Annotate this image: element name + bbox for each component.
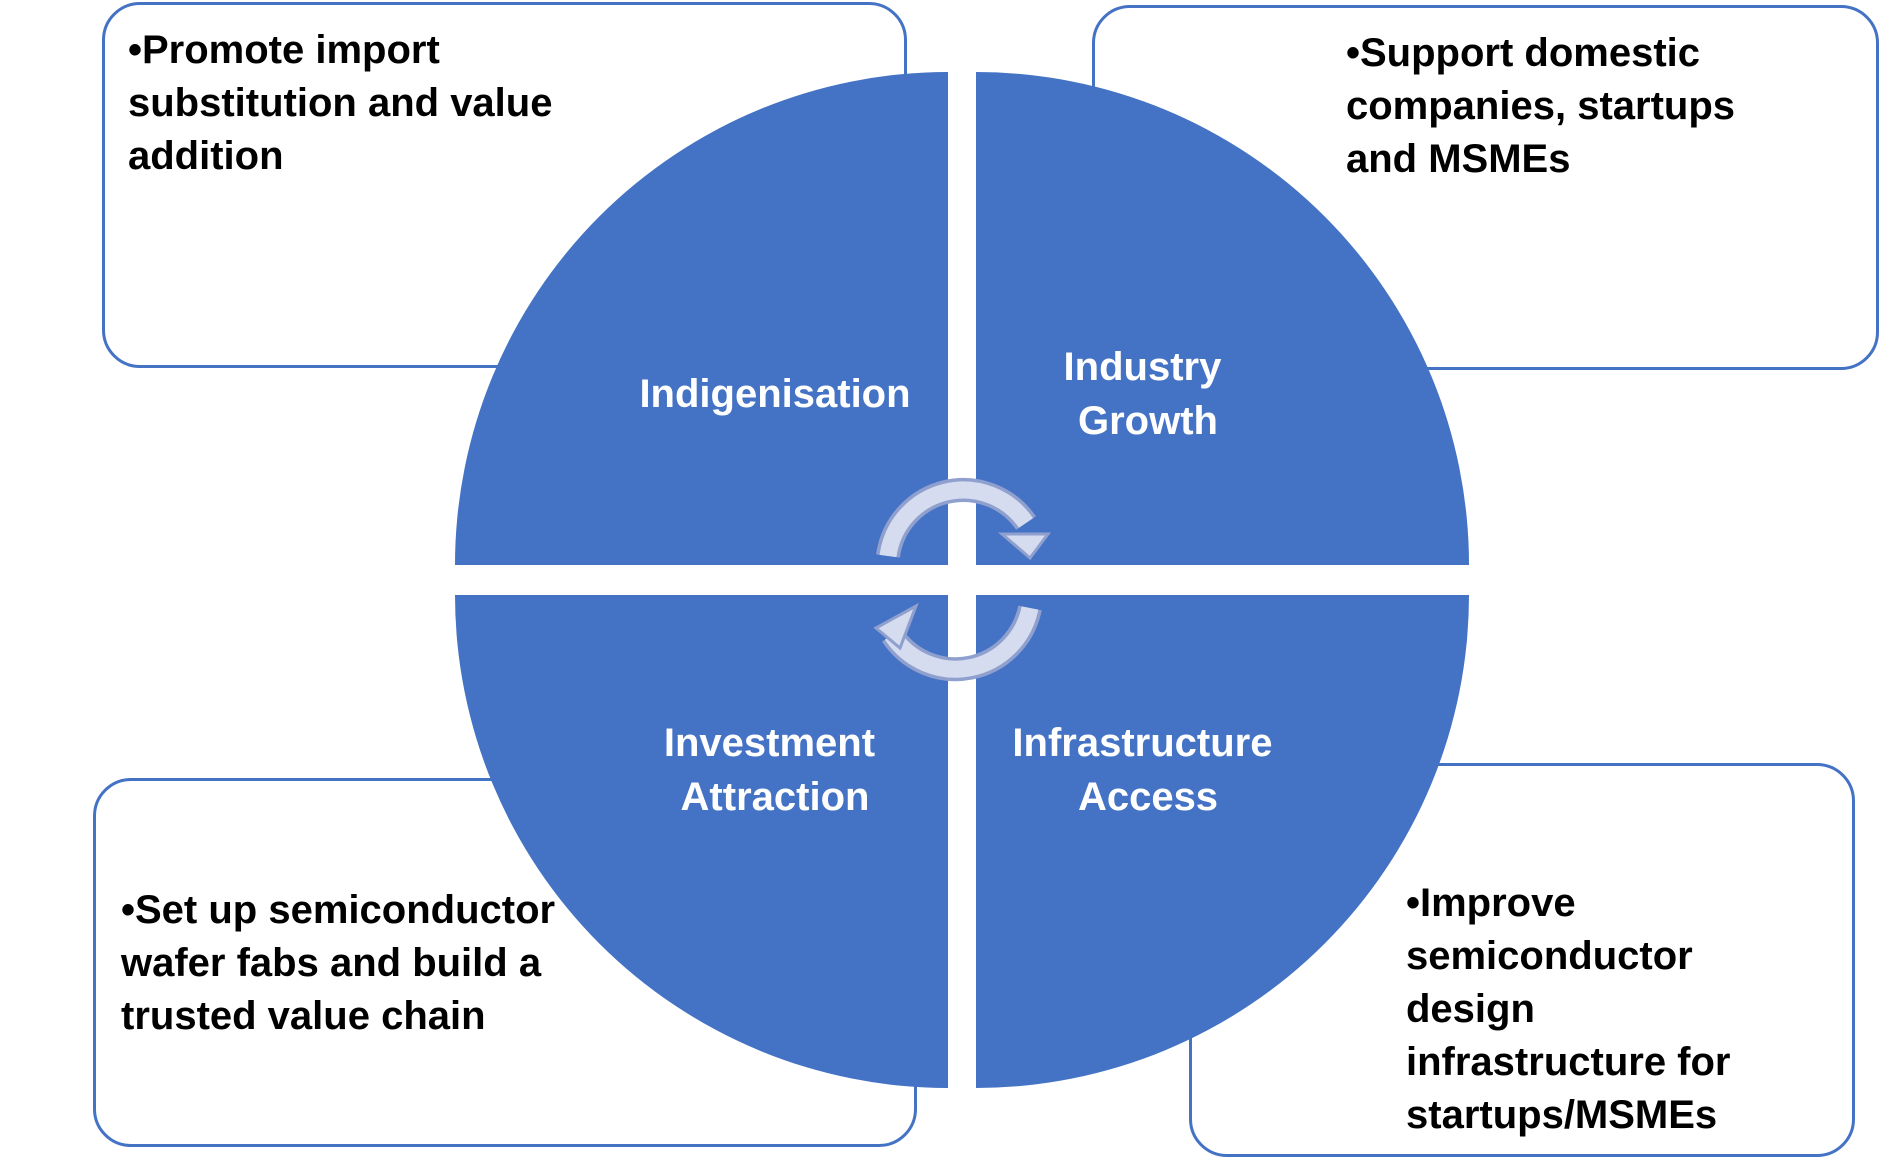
quadrant-label-bottom-right: Infrastructure Access <box>1012 721 1283 819</box>
circular-arrow-clockwise-icon <box>876 478 1051 561</box>
callout-text-top-left: •Promote import substitution and value a… <box>128 28 553 178</box>
quadrant-label-bottom-left: Investment Attraction <box>664 721 886 819</box>
quadrant-bottom-right <box>976 595 1469 1088</box>
quadrant-bottom-left <box>455 595 948 1088</box>
callout-text-top-right: •Support domestic companies, startups an… <box>1346 31 1736 181</box>
circular-arrow-counterclockwise-icon <box>873 602 1042 682</box>
callout-text-bottom-right: •Improve semiconductor design infrastruc… <box>1406 881 1731 1137</box>
callout-text-bottom-left: •Set up semiconductor wafer fabs and bui… <box>121 888 556 1038</box>
quadrant-label-top-right: Industry Growth <box>1064 345 1233 443</box>
quadrant-top-left <box>455 72 948 565</box>
quadrant-label-top-left: Indigenisation <box>639 372 910 416</box>
quadrant-top-right <box>976 72 1469 565</box>
